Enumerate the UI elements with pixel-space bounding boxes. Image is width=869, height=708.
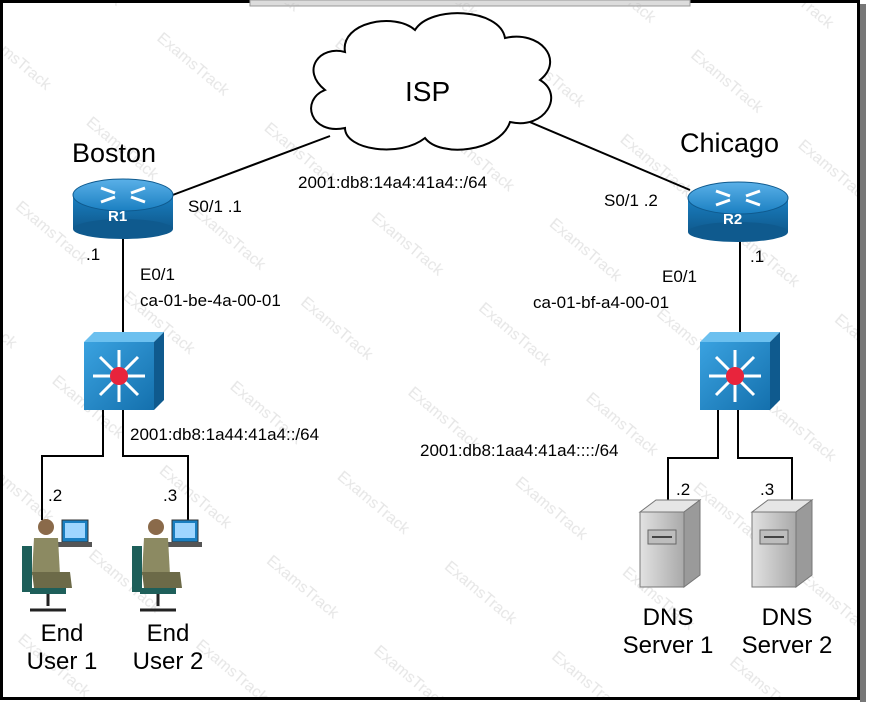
links [41,119,793,520]
chicago-lan-host: .1 [750,247,765,266]
link-switch-user2 [122,410,189,520]
boston-lan-network: 2001:db8:1a44:41a4::/64 [130,425,320,444]
chicago-eth-port: E0/1 [662,267,697,286]
boston-site-label: Boston [72,138,157,168]
link-isp-r2 [524,119,691,191]
boston-serial-label: S0/1 .1 [188,197,242,216]
boston-lan-host: .1 [86,245,101,264]
user1-name-line1: End [40,620,84,647]
router-r2-label: R2 [723,211,742,228]
dns2-addr: .3 [760,480,775,499]
dns2-name: DNS Server 2 [728,604,846,659]
chicago-serial-label: S0/1 .2 [604,191,658,210]
link-switch-user1 [41,410,104,520]
isp-cloud-icon [310,12,553,151]
dns1-name-line1: DNS [642,604,694,631]
router-r1-label: R1 [108,208,127,225]
dns2-name-line2: Server 2 [741,631,833,659]
user2-name-line2: User 2 [132,647,204,675]
user2-addr: .3 [163,486,178,505]
user1-addr: .2 [48,486,63,505]
frame-shadow [860,4,866,702]
chicago-mac: ca-01-bf-a4-00-01 [533,293,670,312]
dns-server-2-icon [750,499,814,588]
dns2-name-line1: DNS [761,604,813,631]
user2-name: End User 2 [120,620,216,675]
dns1-name-line2: Server 1 [622,631,714,659]
end-user-2-icon [132,519,202,612]
router-r1-icon [72,178,174,239]
isp-label: ISP [405,76,451,107]
chicago-lan-network: 2001:db8:1aa4:41a4::::/64 [420,441,619,460]
dns1-name: DNS Server 1 [608,604,728,659]
chicago-site-label: Chicago [680,128,780,158]
link-switch-dns1 [667,410,719,500]
link-switch-dns2 [737,410,793,500]
user2-name-line1: End [146,620,190,647]
dns1-addr: .2 [676,480,691,499]
dns-server-1-icon [638,499,702,588]
end-user-1-icon [22,519,92,612]
router-r2-icon [687,181,789,242]
wan-network-label: 2001:db8:14a4:41a4::/64 [298,173,488,192]
boston-mac: ca-01-be-4a-00-01 [140,291,281,310]
link-r1-isp [169,135,331,197]
switch-chicago-icon [700,332,780,410]
boston-eth-port: E0/1 [140,265,175,284]
switch-boston-icon [84,332,164,410]
user1-name-line2: User 1 [26,647,98,675]
user1-name: End User 1 [14,620,110,675]
